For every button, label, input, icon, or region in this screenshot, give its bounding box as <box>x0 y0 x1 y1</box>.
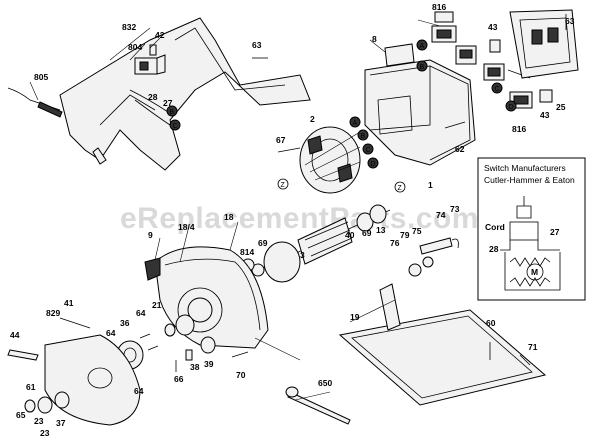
label-73: 73 <box>450 204 460 214</box>
label-38: 38 <box>190 362 200 372</box>
label-27: 27 <box>163 98 173 108</box>
connector-block-816-top <box>431 11 477 65</box>
label-39: 39 <box>204 359 214 369</box>
pin-71 <box>519 354 531 366</box>
letter-a-stator: A <box>353 120 358 127</box>
label-76: 76 <box>390 238 400 248</box>
label-74: 74 <box>436 210 446 220</box>
label-3: 3 <box>300 250 305 260</box>
armature-rotor <box>254 204 391 283</box>
letter-b-top: B <box>420 64 425 71</box>
label-64-c: 64 <box>134 386 144 396</box>
motor-label: M <box>531 267 538 277</box>
cap-43-top <box>489 39 501 53</box>
box-title-line2: Cutler-Hammer & Eaton <box>484 175 575 185</box>
label-23-b: 23 <box>40 428 50 438</box>
box-part-27: 27 <box>550 227 560 237</box>
label-40: 40 <box>345 230 355 240</box>
label-71: 71 <box>528 342 538 352</box>
label-75: 75 <box>412 226 422 236</box>
part-labels: 832 804 42 805 28 27 63 816 8 43 63 25 4… <box>10 2 575 438</box>
leader-lines <box>29 19 441 401</box>
switch-housing-25 <box>509 9 579 79</box>
label-36: 36 <box>120 318 130 328</box>
label-1: 1 <box>428 180 433 190</box>
label-63-top: 63 <box>252 40 262 50</box>
cord-label: Cord <box>485 222 505 232</box>
label-25: 25 <box>556 102 566 112</box>
label-60: 60 <box>486 318 496 328</box>
label-66: 66 <box>174 374 184 384</box>
label-65: 65 <box>16 410 26 420</box>
label-18-4: 18/4 <box>178 222 195 232</box>
connector-letters: A B C D A B C D B C Z Z <box>166 39 517 193</box>
box-title-line1: Switch Manufacturers <box>484 163 566 173</box>
letter-z-right: Z <box>398 185 403 192</box>
cap-43-bottom <box>539 89 553 103</box>
label-829: 829 <box>46 308 60 318</box>
label-832: 832 <box>122 22 136 32</box>
switch-manufacturers-box: Switch Manufacturers Cutler-Hammer & Eat… <box>477 157 586 301</box>
label-816-top: 816 <box>432 2 446 12</box>
label-805: 805 <box>34 72 48 82</box>
label-21: 21 <box>152 300 162 310</box>
label-41: 41 <box>64 298 74 308</box>
letter-b-handle: B <box>170 109 175 116</box>
wire-28 <box>129 89 169 113</box>
label-62: 62 <box>455 144 465 154</box>
label-9: 9 <box>148 230 153 240</box>
label-13: 13 <box>376 225 386 235</box>
label-8: 8 <box>372 34 377 44</box>
letter-d-stator: D <box>371 161 376 168</box>
label-43-top: 43 <box>488 22 498 32</box>
label-28: 28 <box>148 92 158 102</box>
label-64-a: 64 <box>136 308 146 318</box>
label-61: 61 <box>26 382 36 392</box>
depth-lever-parts <box>408 237 459 277</box>
handle-assembly <box>59 17 311 171</box>
label-69-left: 69 <box>258 238 268 248</box>
letter-c-handle: C <box>173 123 178 130</box>
field-stator <box>299 126 361 194</box>
watermark: eReplacementParts.com <box>120 202 479 235</box>
label-23-a: 23 <box>34 416 44 426</box>
label-64-b: 64 <box>106 328 116 338</box>
label-18: 18 <box>224 212 234 222</box>
label-650: 650 <box>318 378 332 388</box>
label-42: 42 <box>155 30 165 40</box>
blade-wrench <box>287 391 351 425</box>
label-814: 814 <box>240 247 254 257</box>
label-19: 19 <box>350 312 360 322</box>
letter-c-stator: C <box>366 147 371 154</box>
screw-62 <box>444 121 466 129</box>
screw-67 <box>277 147 301 153</box>
label-816-bottom: 816 <box>512 124 526 134</box>
label-79: 79 <box>400 230 410 240</box>
label-67: 67 <box>276 135 286 145</box>
switch-assembly <box>134 44 166 75</box>
motor-housing <box>364 59 476 166</box>
label-2: 2 <box>310 114 315 124</box>
wrench-head <box>285 386 299 398</box>
label-37: 37 <box>56 418 66 428</box>
letter-z-left: Z <box>281 182 286 189</box>
wire-27 <box>134 99 171 126</box>
letter-d-right: D <box>509 104 514 111</box>
base-shoe <box>338 283 547 406</box>
power-cord <box>7 87 63 118</box>
letter-c-right: C <box>495 86 500 93</box>
letter-a-top: A <box>420 43 425 50</box>
blade-washers <box>24 391 70 414</box>
label-63-right: 63 <box>565 16 575 26</box>
label-804: 804 <box>128 42 142 52</box>
label-70: 70 <box>236 370 246 380</box>
letter-b-stator: B <box>361 133 366 140</box>
label-69-right: 69 <box>362 228 372 238</box>
box-part-28: 28 <box>489 244 499 254</box>
label-43-bottom: 43 <box>540 110 550 120</box>
label-44: 44 <box>10 330 20 340</box>
